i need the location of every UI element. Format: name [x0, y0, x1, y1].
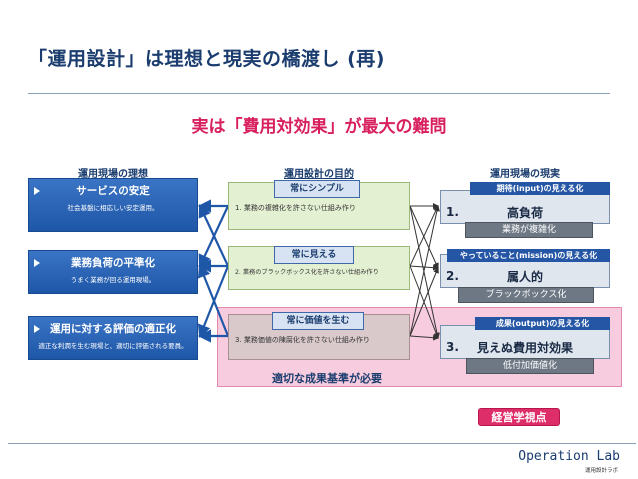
purpose-column-heading: 運用設計の目的	[284, 169, 354, 180]
reality-number: 2.	[446, 269, 459, 283]
ideal-box-3: 運用に対する評価の適正化 適正な利潤を生む現場と、適切に評価される要員。	[28, 316, 198, 360]
ideal-heading: 運用に対する評価の適正化	[50, 323, 176, 335]
reality-value: 見えぬ費用対効果	[476, 341, 573, 355]
ideal-description: 社会基盤に相応しい安定運用。	[67, 204, 159, 212]
brand-subtitle: 運用設計ラボ	[584, 468, 618, 474]
ideal-description: 適正な利潤を生む現場と、適切に評価される要員。	[38, 342, 188, 350]
reality-value: 高負荷	[506, 206, 543, 220]
bullet-triangle-icon	[34, 259, 40, 267]
reality-column-heading: 運用現場の現実	[490, 169, 560, 180]
page-title: 「運用設計」は理想と現実の橋渡し (再)	[28, 48, 385, 70]
arrow-purpose3-reality3	[409, 334, 439, 341]
output-criteria-label: 適切な成果基準が必要	[272, 372, 382, 385]
reality-box-1: 1. 高負荷	[440, 190, 610, 224]
purpose-text: 3. 業務価値の陳腐化を許さない仕組み作り	[235, 336, 370, 344]
arrow-purpose2-ideal1	[198, 204, 229, 267]
management-perspective-badge: 経営学視点	[478, 408, 560, 426]
arrow-purpose3-ideal2	[197, 263, 230, 337]
bullet-triangle-icon	[34, 187, 40, 195]
reality-tag-3: 成果(output)の見える化	[475, 317, 610, 330]
arrow-purpose3-reality2	[409, 267, 439, 337]
brand-logo-text: Operation Lab	[518, 449, 620, 464]
ideal-box-1: サービスの安定 社会基盤に相応しい安定運用。	[28, 178, 198, 232]
footer-divider	[8, 443, 636, 444]
reality-tag-2: やっていること(mission)の見える化	[447, 249, 610, 262]
reality-note-1: 業務が複雑化	[465, 222, 593, 238]
arrow-purpose3-reality1	[409, 205, 440, 337]
ideal-box-2: 業務負荷の平準化 うまく業務が回る運用現場。	[28, 250, 198, 294]
purpose-text: 1. 業務の複雑化を許さない仕組み作り	[235, 204, 356, 212]
title-divider	[28, 93, 610, 94]
purpose-text: 2. 業務のブラックボックス化を許さない仕組み作り	[235, 269, 379, 276]
reality-number: 3.	[446, 340, 459, 354]
purpose-tag-1: 常にシンプル	[274, 180, 360, 198]
bullet-triangle-icon	[34, 325, 40, 333]
reality-box-3: 3. 見えぬ費用対効果	[440, 325, 610, 359]
reality-note-3: 低付加価値化	[466, 358, 594, 374]
ideal-heading: 業務負荷の平準化	[71, 257, 155, 269]
ideal-column-heading: 運用現場の理想	[78, 169, 148, 180]
reality-note-2: ブラックボックス化	[458, 287, 594, 303]
purpose-tag-3: 常に価値を生む	[272, 312, 364, 330]
ideal-description: うまく業務が回る運用現場。	[70, 276, 156, 284]
subtitle: 実は「費用対効果」が最大の難問	[191, 117, 447, 137]
arrow-purpose2-reality2	[409, 264, 439, 271]
arrow-purpose2-reality1	[409, 205, 439, 267]
reality-tag-1: 期待(input)の見える化	[470, 182, 610, 195]
reality-value: 属人的	[506, 270, 543, 284]
reality-number: 1.	[446, 205, 459, 219]
ideal-heading: サービスの安定	[76, 185, 150, 197]
purpose-tag-2: 常に見える	[274, 246, 354, 264]
